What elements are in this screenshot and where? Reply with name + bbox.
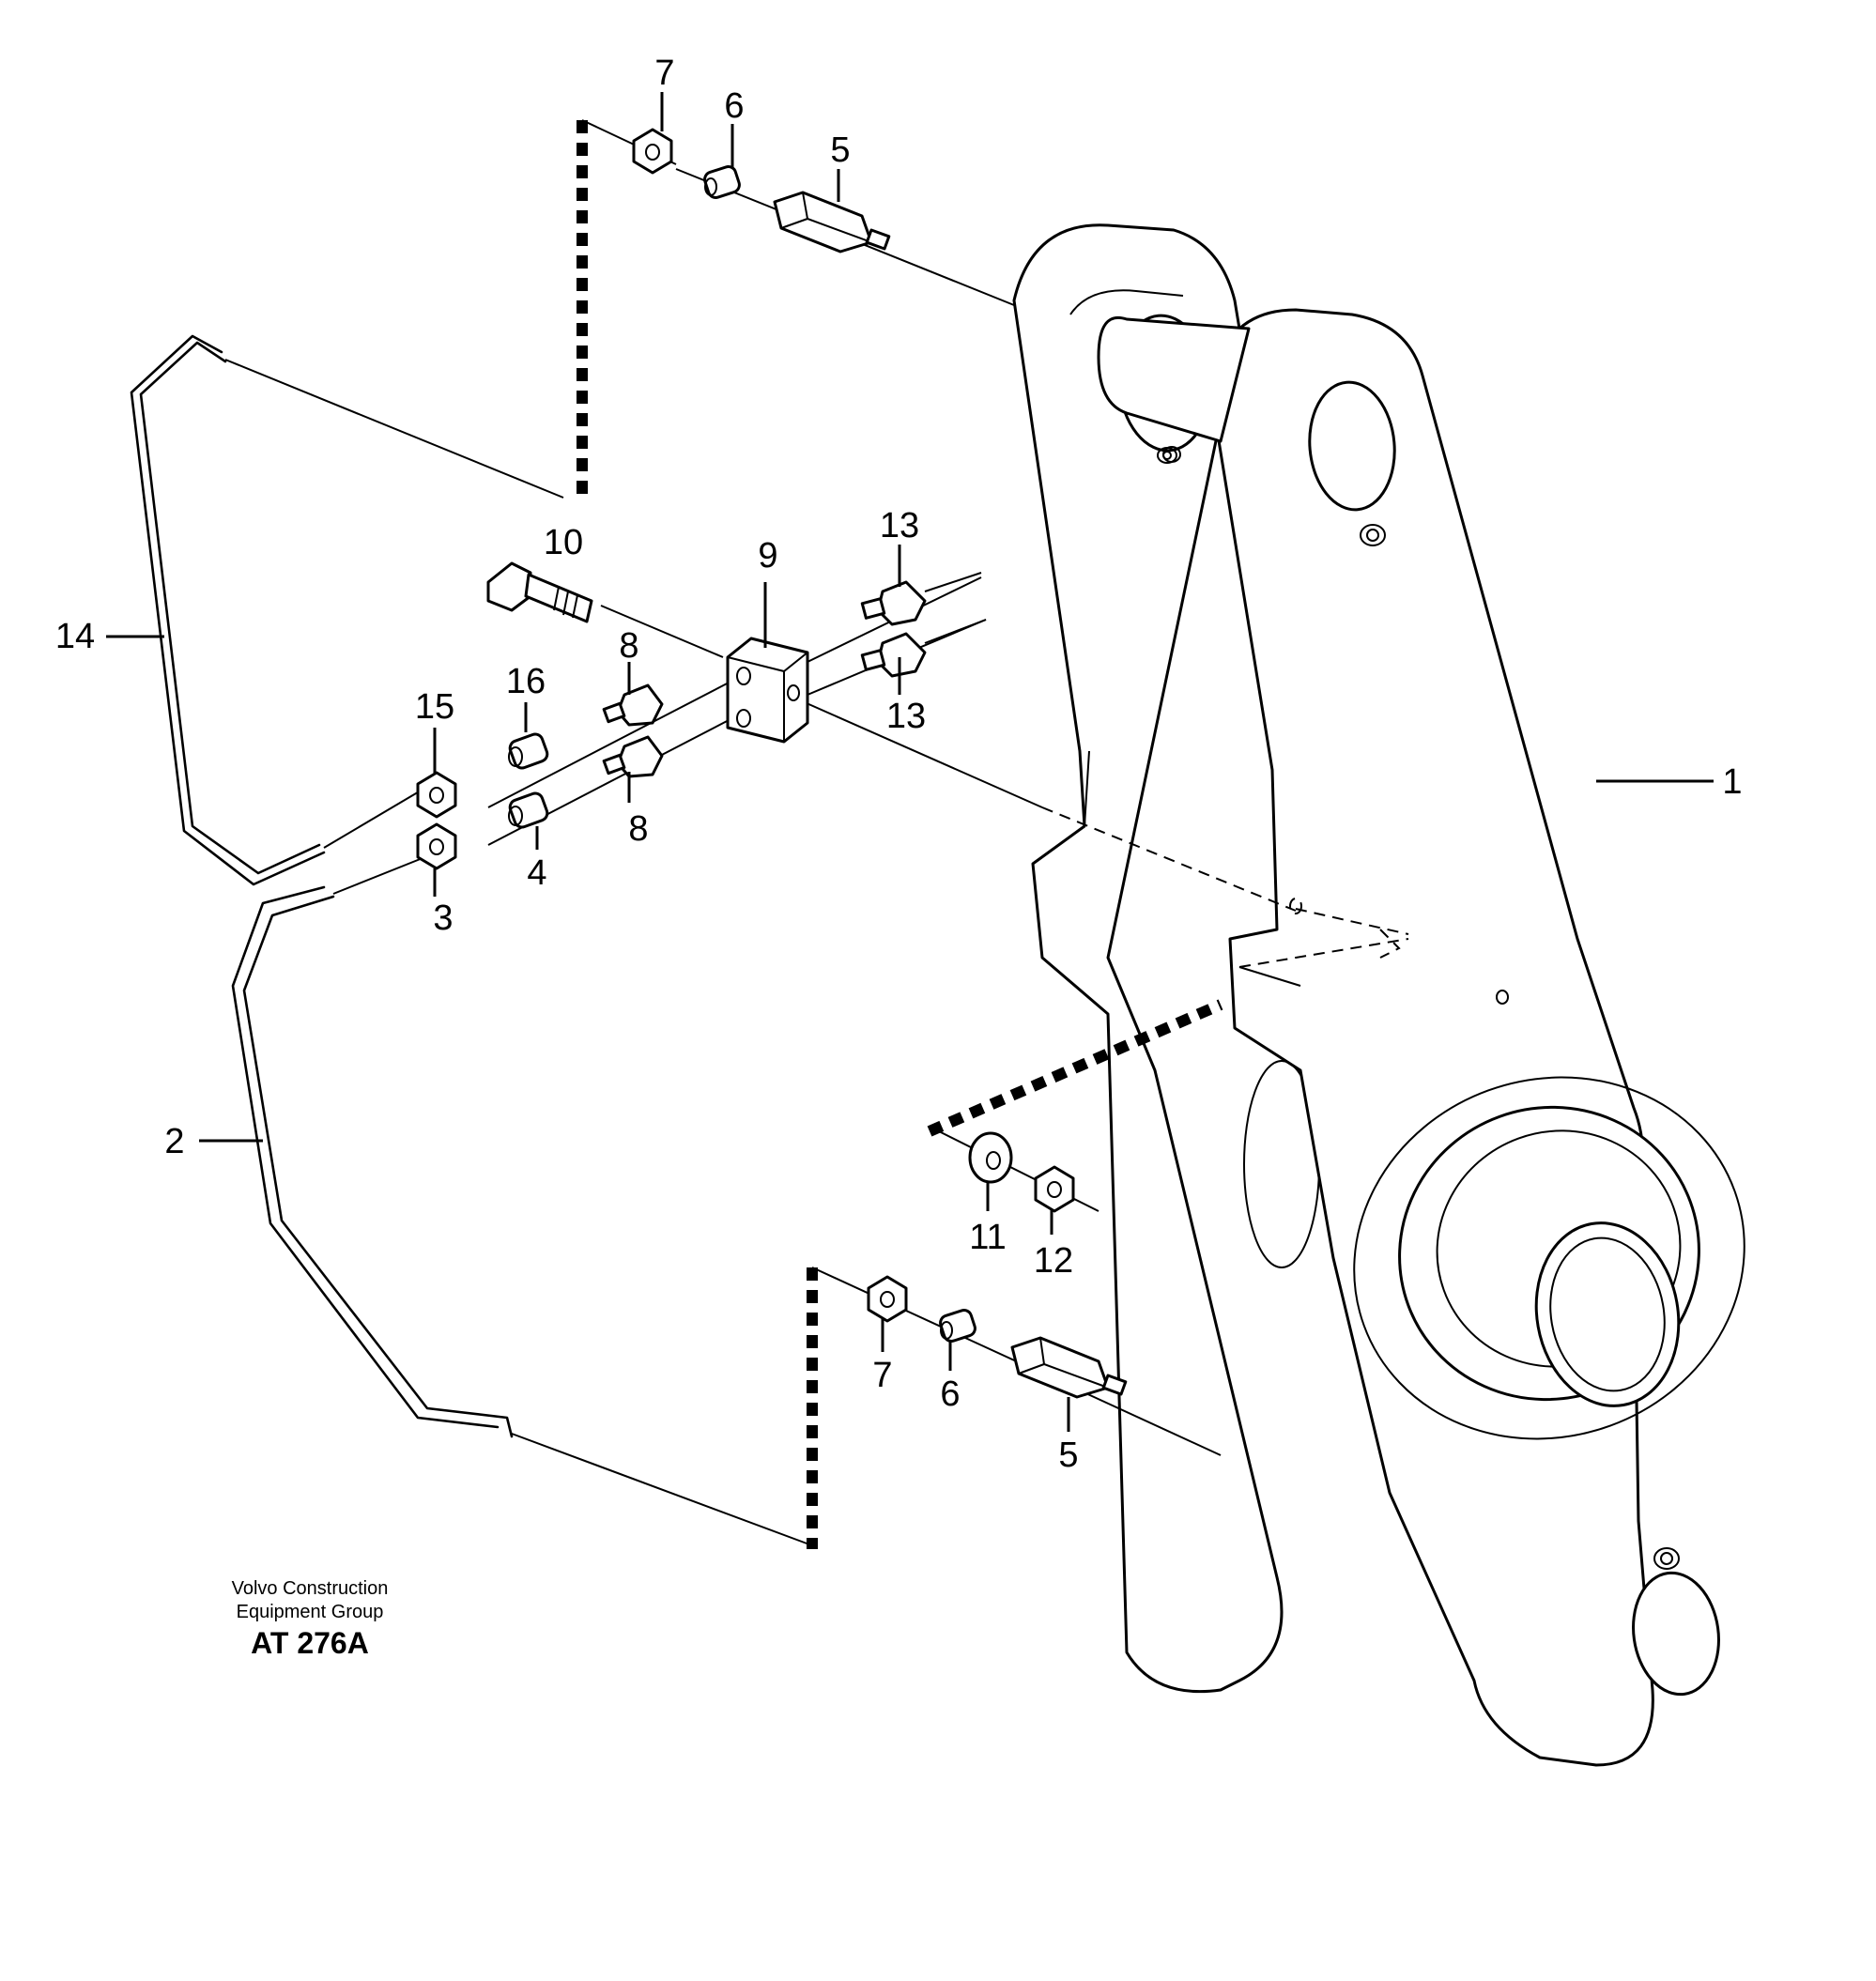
sleeve-16	[508, 732, 549, 770]
adapter-5-lower	[1010, 1336, 1128, 1399]
distribution-block-9	[726, 637, 809, 744]
callout-15: 15	[415, 687, 454, 727]
callout-7-lower: 7	[872, 1356, 892, 1395]
caption-company-line-1: Volvo Construction	[231, 1578, 389, 1599]
callout-9: 9	[758, 536, 777, 576]
nut-15	[416, 771, 457, 819]
callout-14: 14	[55, 617, 95, 656]
callout-leaders	[106, 92, 1714, 1432]
arm-front-plate	[1209, 308, 1745, 1767]
sleeve-4	[508, 791, 549, 829]
grease-nipple-13-lower	[860, 619, 987, 678]
callout-7-upper: 7	[654, 54, 674, 93]
nut-12	[1034, 1165, 1075, 1213]
arm-cross-pin	[1097, 316, 1251, 463]
callout-12: 12	[1034, 1241, 1073, 1281]
hidden-lines	[1041, 806, 1409, 968]
continuation-lines	[577, 120, 1223, 1549]
callout-6-lower: 6	[940, 1374, 960, 1414]
caption-company-line-2: Equipment Group	[236, 1602, 384, 1622]
lube-pipe-14	[130, 334, 564, 886]
washer-11	[968, 1131, 1013, 1184]
callout-8-upper: 8	[619, 626, 638, 666]
nipple-8-upper	[602, 683, 664, 727]
callout-13-upper: 13	[880, 506, 919, 545]
callout-5-upper: 5	[830, 131, 850, 170]
drawing-code: AT 276A	[251, 1626, 369, 1660]
callout-13-lower: 13	[886, 697, 926, 736]
nipple-8-lower	[602, 735, 664, 778]
callout-10: 10	[544, 523, 583, 562]
sleeve-6-upper	[703, 165, 741, 199]
sleeve-6-lower	[939, 1309, 976, 1343]
callout-3: 3	[433, 898, 453, 938]
nut-3	[416, 822, 457, 870]
callout-4: 4	[527, 853, 546, 893]
bolt-10	[486, 561, 593, 623]
callout-1: 1	[1722, 762, 1742, 802]
nut-7-upper	[632, 128, 673, 175]
callout-5-lower: 5	[1058, 1436, 1078, 1475]
lube-pipe-2	[231, 853, 810, 1545]
callout-6-upper: 6	[724, 86, 744, 126]
callout-8-lower: 8	[628, 809, 648, 849]
nut-7-lower	[867, 1275, 908, 1323]
callout-2: 2	[164, 1122, 184, 1161]
adapter-5-upper	[773, 191, 891, 253]
grease-nipple-13-upper	[860, 572, 982, 626]
callout-11: 11	[969, 1218, 1006, 1257]
callout-labels: 1 2 3 4 5 5 6 6 7 7 8 8 9 10 11 12 13 13…	[55, 54, 1743, 1475]
callout-16: 16	[506, 662, 546, 701]
